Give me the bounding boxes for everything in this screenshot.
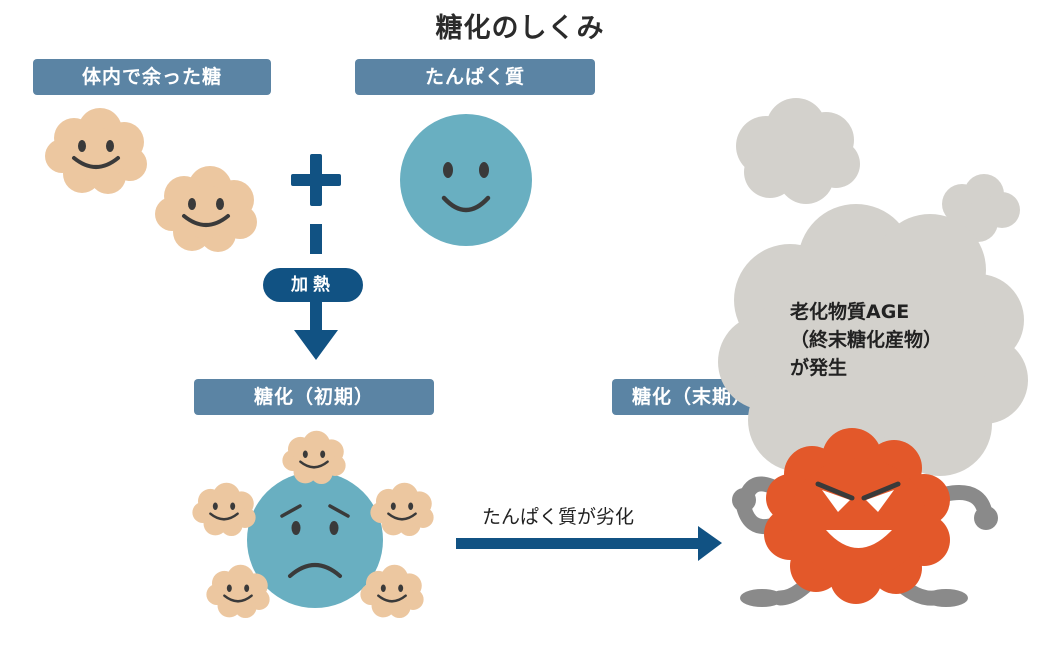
label-excess-sugar: 体内で余った糖 (33, 59, 271, 95)
diagram-title: 糖化のしくみ (435, 13, 605, 44)
protein-face (400, 114, 532, 246)
smoke-cloud-large (718, 204, 1028, 492)
sugar-cloud-2 (155, 166, 257, 252)
smoke-cloud-small-1 (736, 98, 860, 204)
label-protein: たんぱく質 (355, 59, 595, 95)
age-monster-face (815, 481, 901, 548)
arrow-caption: たんぱく質が劣化 (482, 506, 635, 528)
age-line-1: 老化物質AGE (790, 301, 910, 323)
age-line-3: が発生 (790, 357, 848, 379)
down-arrow-icon (294, 224, 338, 360)
label-glycation-early: 糖化（初期） (194, 379, 434, 415)
right-arrow-icon (456, 526, 722, 561)
sugar-cloud-small-left (192, 482, 256, 537)
age-line-2: （終末糖化産物） (790, 329, 943, 351)
age-monster-feet (732, 488, 998, 607)
age-description: 老化物質AGE （終末糖化産物） が発生 (790, 298, 942, 382)
sugar-cloud-1 (45, 108, 147, 194)
smoke-cloud-small-2 (942, 174, 1020, 242)
plus-icon (291, 154, 341, 206)
glycated-protein-face (247, 472, 383, 608)
label-heating: 加熱 (263, 268, 363, 302)
